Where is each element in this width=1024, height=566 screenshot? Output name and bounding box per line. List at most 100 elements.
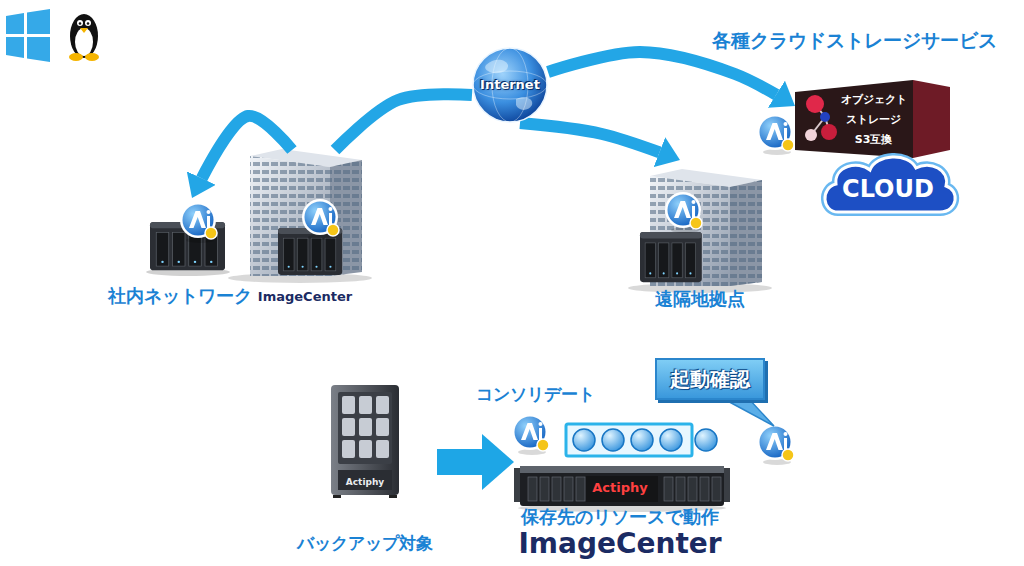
location-label: 社内ネットワーク bbox=[108, 285, 252, 307]
backup-chain bbox=[660, 429, 682, 451]
rack-server bbox=[520, 466, 724, 506]
globe-shape bbox=[516, 97, 532, 110]
rack-server bbox=[712, 477, 721, 501]
network-label: Internet bbox=[480, 77, 540, 93]
product-badges bbox=[302, 199, 339, 240]
tower-server bbox=[359, 440, 372, 458]
linux-penguin bbox=[85, 20, 91, 26]
office-building bbox=[228, 149, 372, 283]
tower-server bbox=[342, 418, 355, 436]
panel-text: オブジェクト ストレージ S3互換 bbox=[835, 90, 912, 150]
tower-server bbox=[338, 470, 392, 490]
linux-penguin bbox=[69, 53, 83, 61]
linux-penguin bbox=[87, 22, 90, 25]
product-badges bbox=[757, 114, 794, 155]
tower-server bbox=[359, 418, 372, 436]
tower-server bbox=[359, 396, 372, 414]
rack-server bbox=[688, 477, 697, 501]
tower-server bbox=[389, 495, 397, 498]
callout-tail bbox=[722, 398, 774, 426]
backup-chain bbox=[631, 429, 653, 451]
globe-shape bbox=[473, 71, 547, 99]
storage-panel bbox=[820, 112, 830, 122]
rack-server bbox=[520, 466, 724, 473]
cloud-shape bbox=[825, 157, 955, 212]
tower-server bbox=[333, 495, 341, 498]
rack-server bbox=[514, 466, 730, 512]
windows-logo bbox=[6, 9, 50, 62]
cloud-label: CLOUD bbox=[842, 175, 934, 203]
rack-server bbox=[528, 477, 537, 501]
globe-shape bbox=[485, 60, 508, 73]
tower-server bbox=[376, 440, 389, 458]
product-badges bbox=[665, 192, 702, 233]
storage-panel bbox=[821, 124, 837, 140]
cloud-shape bbox=[825, 157, 955, 212]
linux-penguin bbox=[79, 22, 82, 25]
process-label: コンソリデート bbox=[476, 383, 595, 405]
remote-building bbox=[730, 180, 762, 286]
linux-penguin bbox=[85, 53, 99, 61]
label-holder: 各種クラウドストレージサービス bbox=[712, 28, 997, 52]
windows-logo bbox=[27, 37, 50, 62]
rack-server bbox=[564, 477, 573, 501]
brand-logo: Actiphy bbox=[592, 481, 647, 495]
linux-penguin bbox=[70, 14, 98, 58]
flow-arrow bbox=[548, 52, 795, 106]
rack-server bbox=[664, 477, 673, 501]
backup-source: Actiphyバックアップ対象 bbox=[293, 378, 437, 554]
rack-server bbox=[540, 477, 549, 501]
caption-label: 保存先のリソースで動作 bbox=[521, 507, 719, 527]
windows-logo bbox=[27, 9, 50, 34]
callout-text: 起動確認 bbox=[670, 367, 750, 391]
callout-box: 起動確認 bbox=[655, 358, 765, 400]
storage-panel bbox=[913, 80, 950, 158]
remote-building bbox=[730, 180, 762, 286]
caption-label: バックアップ対象 bbox=[297, 532, 433, 554]
flow-arrow bbox=[335, 94, 472, 150]
nas-devices bbox=[146, 222, 702, 282]
storage-panel bbox=[805, 129, 817, 141]
internet-globe: Internet bbox=[472, 47, 548, 123]
linux-penguin bbox=[69, 14, 99, 61]
flow-arrow bbox=[192, 116, 292, 198]
flow-arrow bbox=[437, 449, 514, 475]
rack-server bbox=[700, 477, 709, 501]
backup-chain bbox=[573, 429, 595, 451]
backup-server: Actiphy保存先のリソースで動作ImageCenter bbox=[514, 445, 726, 559]
backup-chain bbox=[695, 429, 717, 451]
flow-arrow bbox=[520, 123, 680, 160]
tower-server bbox=[331, 385, 399, 495]
object-storage: オブジェクト ストレージ S3互換 bbox=[795, 80, 950, 158]
tower-server bbox=[376, 418, 389, 436]
backup-chain bbox=[566, 424, 717, 456]
backup-chain bbox=[602, 429, 624, 451]
tower-server bbox=[342, 396, 355, 414]
label-holder: コンソリデート bbox=[476, 383, 595, 405]
linux-penguin bbox=[77, 20, 83, 26]
section-heading: 各種クラウドストレージサービス bbox=[712, 28, 997, 52]
nas-devices bbox=[640, 232, 702, 282]
product-badges bbox=[512, 414, 549, 455]
rack-server bbox=[676, 477, 685, 501]
tower-server bbox=[338, 392, 392, 464]
rack-server bbox=[576, 477, 585, 501]
product-badges bbox=[757, 424, 794, 465]
network-site: 社内ネットワーク bbox=[104, 198, 256, 307]
remote-building bbox=[628, 169, 772, 293]
rack-server bbox=[586, 476, 658, 502]
product-badges bbox=[180, 114, 794, 465]
tower-server bbox=[342, 440, 355, 458]
linux-penguin bbox=[80, 28, 88, 33]
rack-server bbox=[552, 477, 561, 501]
storage-panel bbox=[795, 80, 913, 158]
product-name: ImageCenter bbox=[258, 289, 352, 305]
windows-logo bbox=[6, 13, 24, 34]
windows-logo bbox=[6, 37, 24, 58]
product-badges bbox=[180, 202, 217, 243]
location-label: 遠隔地拠点 bbox=[655, 288, 745, 310]
cloud-shape: CLOUD bbox=[818, 150, 958, 218]
tower-server bbox=[331, 385, 399, 498]
storage-panel bbox=[806, 95, 824, 113]
